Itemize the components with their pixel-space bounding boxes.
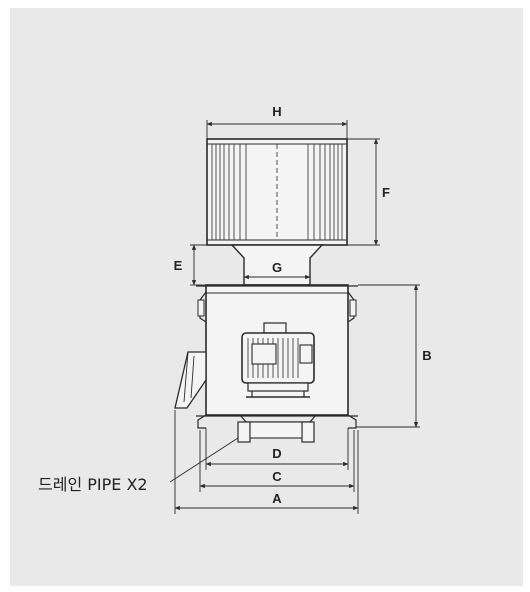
dim-label-b: B [422, 348, 431, 363]
motor [241, 322, 315, 398]
dim-label-e: E [174, 258, 183, 273]
dimension-lines [169, 120, 420, 514]
drain-pipe-callout: 드레인 PIPE X2 [38, 475, 148, 494]
side-hatch [174, 351, 207, 409]
dim-label-a: A [272, 491, 282, 506]
dim-label-f: F [382, 185, 390, 200]
dim-label-c: C [272, 469, 282, 484]
drain-base [196, 414, 358, 443]
dim-label-g: G [272, 260, 282, 275]
fan-housing [206, 138, 348, 246]
dim-label-h: H [272, 104, 281, 119]
dim-label-d: D [272, 446, 281, 461]
